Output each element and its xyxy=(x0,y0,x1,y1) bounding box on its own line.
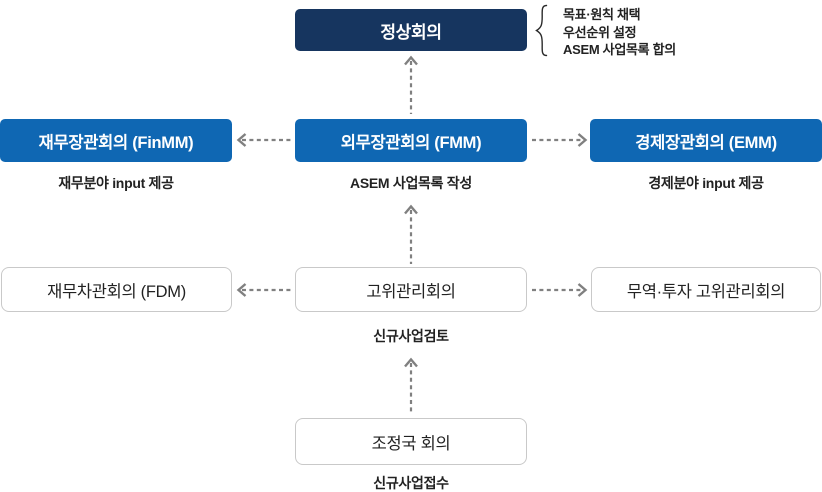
dashed-arrow-right-icon xyxy=(532,283,588,297)
summit-note: 우선순위 설정 xyxy=(563,24,637,40)
senior-officials-box: 고위관리회의 xyxy=(295,267,527,312)
foreign-ministers-box: 외무장관회의 (FMM) xyxy=(295,119,527,162)
finance-deputies-label: 재무차관회의 (FDM) xyxy=(47,282,186,301)
dashed-arrow-left-icon xyxy=(236,133,292,147)
finance-ministers-box: 재무장관회의 (FinMM) xyxy=(0,119,232,162)
trade-investment-senior-officials-box: 무역·투자 고위관리회의 xyxy=(591,267,821,312)
economic-ministers-label: 경제장관회의 (EMM) xyxy=(635,133,777,152)
coordinators-meeting-caption: 신규사업접수 xyxy=(373,475,449,491)
summit-meeting-label: 정상회의 xyxy=(380,22,442,42)
dashed-arrow-left-icon xyxy=(236,283,292,297)
summit-notes-list: 목표·원칙 채택 우선순위 설정 ASEM 사업목록 합의 xyxy=(563,7,676,58)
finance-deputies-box: 재무차관회의 (FDM) xyxy=(1,267,232,312)
foreign-ministers-caption: ASEM 사업목록 작성 xyxy=(350,175,472,191)
finance-ministers-caption: 재무분야 input 제공 xyxy=(58,175,174,191)
summit-meeting-box: 정상회의 xyxy=(295,9,527,51)
summit-note: ASEM 사업목록 합의 xyxy=(563,42,676,57)
economic-ministers-caption: 경제분야 input 제공 xyxy=(648,175,764,191)
dashed-arrow-right-icon xyxy=(532,133,588,147)
finance-ministers-label: 재무장관회의 (FinMM) xyxy=(38,133,194,152)
dashed-arrow-up-icon xyxy=(404,357,418,414)
dashed-arrow-up-icon xyxy=(404,55,418,114)
foreign-ministers-label: 외무장관회의 (FMM) xyxy=(340,133,482,152)
trade-investment-senior-officials-label: 무역·투자 고위관리회의 xyxy=(626,282,786,301)
coordinators-meeting-label: 조정국 회의 xyxy=(371,434,451,453)
senior-officials-label: 고위관리회의 xyxy=(366,282,456,301)
senior-officials-caption: 신규사업검토 xyxy=(373,328,449,344)
economic-ministers-box: 경제장관회의 (EMM) xyxy=(590,119,822,162)
coordinators-meeting-box: 조정국 회의 xyxy=(295,418,527,465)
brace-icon xyxy=(534,4,549,62)
dashed-arrow-up-icon xyxy=(404,204,418,264)
summit-note: 목표·원칙 채택 xyxy=(563,7,641,22)
